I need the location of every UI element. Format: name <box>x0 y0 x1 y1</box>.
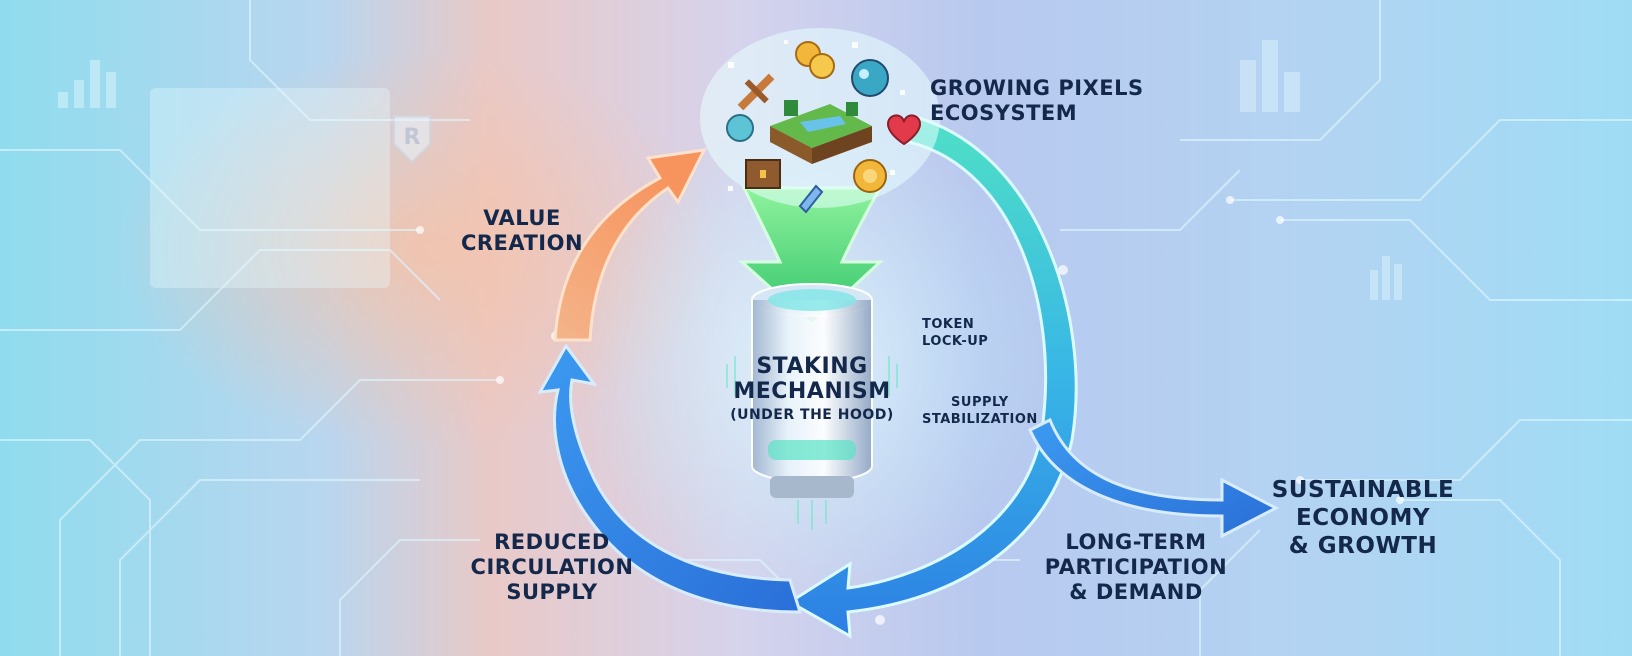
arrow-long-term-to-reduced-supply <box>537 343 803 614</box>
blue-orb-icon <box>726 114 754 142</box>
label-long-term-participation: LONG-TERM PARTICIPATION & DEMAND <box>1044 530 1228 604</box>
coin-stack-icon <box>795 41 835 79</box>
island-icon <box>770 100 872 164</box>
label-reduced-circulation-supply: REDUCED CIRCULATION SUPPLY <box>470 530 634 604</box>
ecosystem-icons <box>700 28 940 214</box>
label-staking-mechanism: STAKING MECHANISM <box>733 354 891 404</box>
crystal-icon <box>798 184 824 214</box>
heart-icon <box>886 114 922 146</box>
sword-icon <box>737 73 775 111</box>
bg-bar-chart-right <box>1240 40 1402 300</box>
arrow-ecosystem-to-sustainable <box>1028 417 1280 539</box>
label-supply-stabilization: SUPPLY STABILIZATION <box>922 395 1038 427</box>
bg-window-left <box>150 88 390 288</box>
potion-icon <box>851 59 889 97</box>
arrow-reduced-to-value-creation <box>553 148 707 342</box>
staking-cylinder-icon <box>726 283 898 530</box>
label-value-creation: VALUE CREATION <box>460 206 584 255</box>
label-token-lock-up: TOKEN LOCK-UP <box>922 317 989 349</box>
gold-coin-icon <box>853 159 887 193</box>
chest-icon <box>745 159 781 189</box>
shield-logo-icon: R <box>393 115 431 164</box>
arrow-ecosystem-to-long-term <box>787 114 1078 639</box>
label-growing-pixels-ecosystem: GROWING PIXELS ECOSYSTEM <box>930 76 1144 125</box>
bg-bar-chart-left <box>58 60 116 108</box>
label-sustainable-economy: SUSTAINABLE ECONOMY & GROWTH <box>1271 477 1455 559</box>
label-under-the-hood: (UNDER THE HOOD) <box>730 407 894 423</box>
svg-text:R: R <box>404 125 421 150</box>
